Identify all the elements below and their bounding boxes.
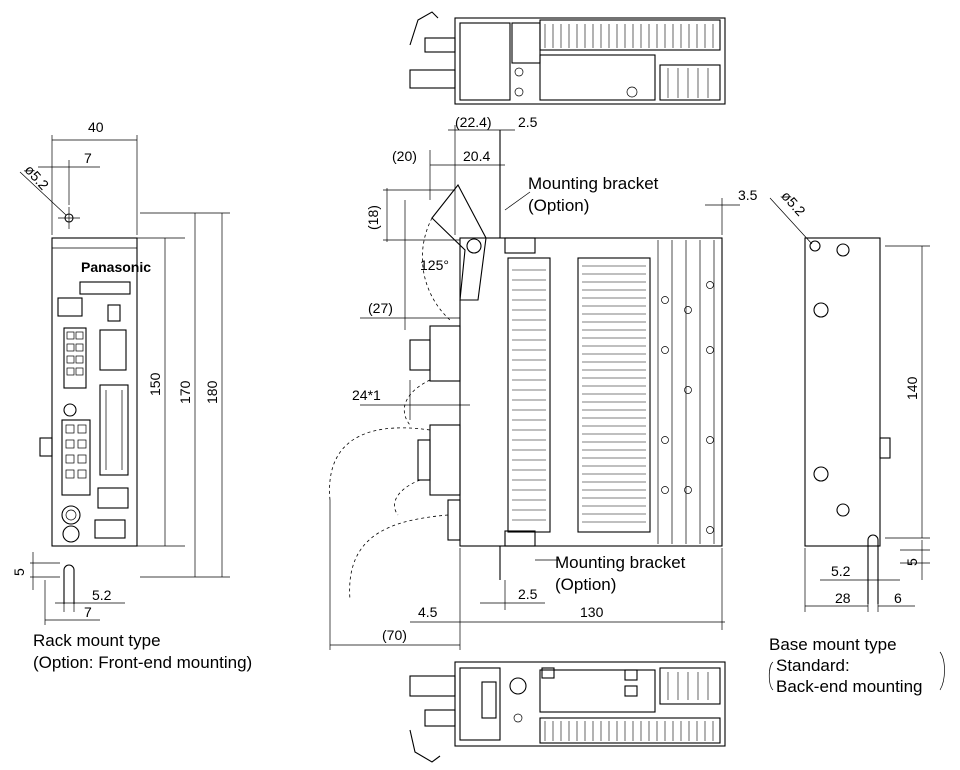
- dim-side-22-4: (22.4): [455, 114, 492, 130]
- dim-base-5: 5: [904, 558, 920, 566]
- dim-rack-150: 150: [147, 372, 163, 396]
- rack-caption-title: Rack mount type: [33, 631, 161, 650]
- rack-dimensions: 40 7 ø5.2 150 170 180 5 5.2 7: [11, 119, 230, 625]
- dim-base-28: 28: [835, 590, 851, 606]
- dim-rack-5: 5: [11, 568, 27, 576]
- dim-base-5-2: 5.2: [831, 563, 851, 579]
- brand-logo: Panasonic: [81, 259, 151, 275]
- dim-side-2-5-top: 2.5: [518, 114, 538, 130]
- dim-side-27: (27): [368, 300, 393, 316]
- bracket-top-option: (Option): [528, 196, 589, 215]
- dim-base-6: 6: [894, 590, 902, 606]
- dim-rack-180: 180: [204, 380, 220, 404]
- dim-side-4-5: 4.5: [418, 604, 438, 620]
- bracket-top-label: Mounting bracket: [528, 174, 659, 193]
- dim-rack-5-2: 5.2: [92, 587, 112, 603]
- bracket-bottom-label: Mounting bracket: [555, 553, 686, 572]
- base-caption-title: Base mount type: [769, 635, 897, 654]
- dim-side-24: 24*1: [352, 387, 381, 403]
- bracket-bottom-option: (Option): [555, 575, 616, 594]
- base-caption-backend: Back-end mounting: [776, 677, 923, 696]
- dim-rack-hole-offset: 7: [84, 150, 92, 166]
- dim-base-3-5: 3.5: [738, 187, 758, 203]
- bottom-view: [409, 661, 726, 763]
- dim-side-2-5-bottom: 2.5: [518, 586, 538, 602]
- dim-side-130: 130: [580, 604, 604, 620]
- top-view: [409, 11, 726, 105]
- side-view: [329, 130, 723, 601]
- base-dimensions: 3.5 ø5.2 140 5 5.2 28 6: [705, 187, 945, 691]
- dim-base-hole-diameter: ø5.2: [778, 188, 809, 220]
- base-mount-view: [804, 237, 891, 604]
- rack-caption-subtitle: (Option: Front-end mounting): [33, 653, 253, 672]
- dim-side-20: (20): [392, 148, 417, 164]
- dim-rack-hole-diameter: ø5.2: [22, 161, 53, 193]
- dim-side-angle: 125°: [420, 257, 449, 273]
- base-caption-standard: Standard:: [776, 656, 850, 675]
- rack-front-view: Panasonic: [39, 207, 151, 604]
- dim-base-140: 140: [904, 376, 920, 400]
- dim-rack-width: 40: [88, 119, 104, 135]
- dim-side-20-4: 20.4: [463, 148, 490, 164]
- dim-side-18: (18): [365, 205, 381, 230]
- dim-rack-bottom-7: 7: [84, 604, 92, 620]
- dim-rack-170: 170: [177, 380, 193, 404]
- side-dimensions: (22.4) 2.5 (20) 20.4 (18) 125° (27) 24*1…: [329, 114, 725, 650]
- dim-side-70: (70): [382, 627, 407, 643]
